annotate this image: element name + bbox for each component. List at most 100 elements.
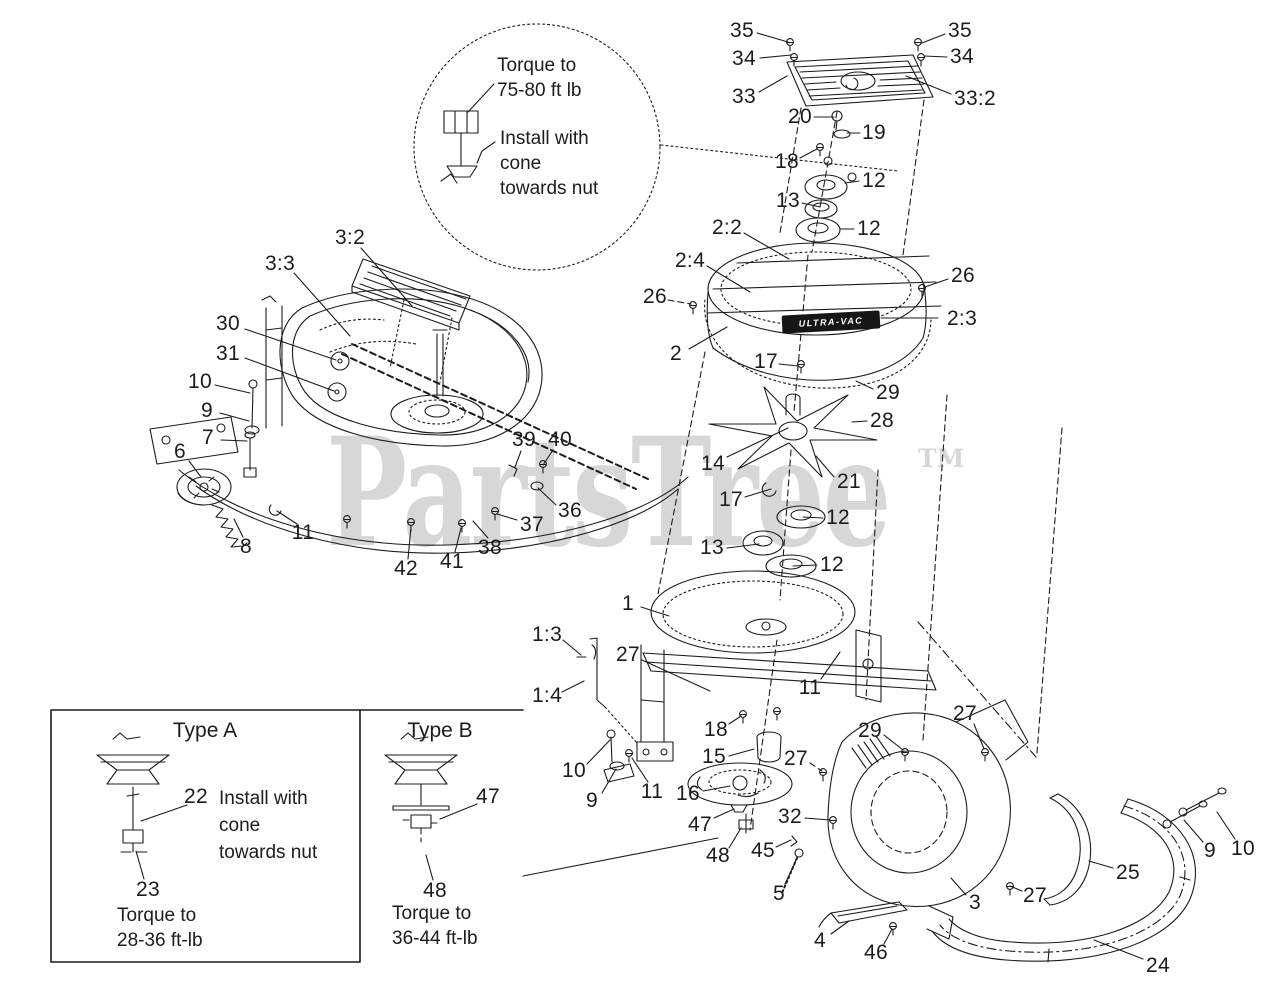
- torque-note-text: Torque to 75-80 ft lb: [497, 55, 582, 101]
- leader-line-11: [820, 651, 841, 680]
- leader-line-11: [276, 510, 298, 525]
- callout-13: 13: [776, 189, 800, 212]
- mount-plate-drawing: [576, 351, 937, 831]
- callout-27: 27: [953, 702, 977, 725]
- leader-line-46: [883, 928, 893, 945]
- callout-47: 47: [688, 813, 712, 836]
- leader-line-34: [923, 55, 948, 58]
- leader-line-26: [924, 278, 949, 288]
- callout-10: 10: [188, 370, 212, 393]
- callout-1:4: 1:4: [531, 684, 563, 707]
- callout-22: 22: [184, 785, 208, 808]
- leader-line-5: [784, 857, 798, 885]
- leader-line-2:2: [743, 232, 790, 260]
- leader-line-39: [514, 450, 522, 468]
- leader-line-2: [688, 326, 728, 350]
- callout-5: 5: [773, 882, 785, 905]
- torque-note-circle-drawing: [413, 23, 899, 271]
- upper-spindle-hardware-drawing: [795, 110, 857, 253]
- leader-line-10: [586, 739, 611, 765]
- callout-2:4: 2:4: [674, 249, 706, 272]
- type-a-torque-note: Torque to 28-36 ft-lb: [117, 905, 203, 951]
- callout-48: 48: [706, 844, 730, 867]
- watermark-text: PartsTree: [326, 405, 891, 581]
- callout-3: 3: [969, 891, 981, 914]
- callout-34: 34: [732, 47, 756, 70]
- callout-27: 27: [1023, 884, 1047, 907]
- callout-40: 40: [548, 428, 572, 451]
- leader-line-10: [214, 384, 251, 394]
- leader-line-12: [844, 180, 860, 184]
- callout-19: 19: [862, 121, 886, 144]
- callout-12: 12: [857, 217, 881, 240]
- leader-line-37: [496, 513, 518, 521]
- callout-3:2: 3:2: [334, 226, 366, 249]
- callout-4: 4: [814, 929, 826, 952]
- callout-28: 28: [870, 409, 894, 432]
- callout-2:3: 2:3: [946, 307, 978, 330]
- type-a-title: Type A: [172, 719, 238, 742]
- leader-line-33:2: [905, 75, 952, 95]
- leader-line-26: [667, 299, 692, 305]
- leader-line-35: [756, 32, 789, 43]
- leader-line-23: [135, 850, 145, 880]
- leader-line-8: [233, 518, 244, 538]
- callout-leader-lines: [135, 32, 1236, 960]
- discharge-cover-drawing: [779, 38, 934, 256]
- leader-line-48: [728, 827, 742, 849]
- leader-line-18: [728, 715, 742, 725]
- leader-line-24: [1093, 939, 1144, 960]
- callout-26: 26: [643, 285, 667, 308]
- leader-line-6: [188, 460, 202, 478]
- callout-16: 16: [676, 782, 700, 805]
- leader-line-42: [407, 526, 412, 560]
- leader-line-25: [1088, 860, 1114, 869]
- callout-24: 24: [1146, 954, 1170, 977]
- leader-line-17: [778, 363, 799, 367]
- leader-line-3: [950, 877, 967, 896]
- leader-line-16: [702, 785, 731, 792]
- callout-46: 46: [864, 941, 888, 964]
- leader-line-29: [883, 734, 904, 751]
- callout-3:3: 3:3: [264, 252, 296, 275]
- deck-adapter-drawing: [689, 242, 942, 389]
- callout-23: 23: [136, 878, 160, 901]
- leader-line-48: [425, 854, 434, 881]
- leader-line-12: [802, 516, 824, 519]
- leader-line-4: [830, 920, 850, 935]
- callout-7: 7: [202, 426, 214, 449]
- leader-line-13: [726, 543, 760, 549]
- callout-35: 35: [730, 19, 754, 42]
- leader-line-10: [1216, 811, 1236, 840]
- leader-line-14: [726, 427, 789, 458]
- callout-9: 9: [201, 399, 213, 422]
- leader-line-2:4: [706, 265, 751, 293]
- leader-line-38: [472, 520, 489, 539]
- callout-31: 31: [216, 342, 240, 365]
- callout-32: 32: [778, 805, 802, 828]
- callout-33: 33: [732, 85, 756, 108]
- brand-badge: [840, 71, 876, 91]
- callout-42: 42: [394, 557, 418, 580]
- leader-line-22: [140, 804, 188, 822]
- callout-1: 1: [622, 592, 634, 615]
- callout-13: 13: [700, 536, 724, 559]
- install-note-text: Install with cone towards nut: [500, 128, 599, 199]
- callout-38: 38: [478, 536, 502, 559]
- callout-6: 6: [174, 440, 186, 463]
- callout-21: 21: [837, 470, 861, 493]
- leader-line-29: [855, 380, 874, 390]
- leader-line-17: [744, 488, 772, 498]
- callout-41: 41: [440, 550, 464, 573]
- callout-10: 10: [562, 759, 586, 782]
- cone-washer-icon: [446, 165, 478, 178]
- callout-8: 8: [240, 535, 252, 558]
- leader-line-21: [815, 455, 835, 478]
- callout-18: 18: [704, 718, 728, 741]
- leader-line-36: [537, 487, 557, 506]
- left-deck-assembly-drawing: [149, 258, 689, 554]
- callout-48: 48: [423, 879, 447, 902]
- leader-line-32: [804, 817, 831, 821]
- callout-25: 25: [1116, 861, 1140, 884]
- callout-12: 12: [862, 169, 886, 192]
